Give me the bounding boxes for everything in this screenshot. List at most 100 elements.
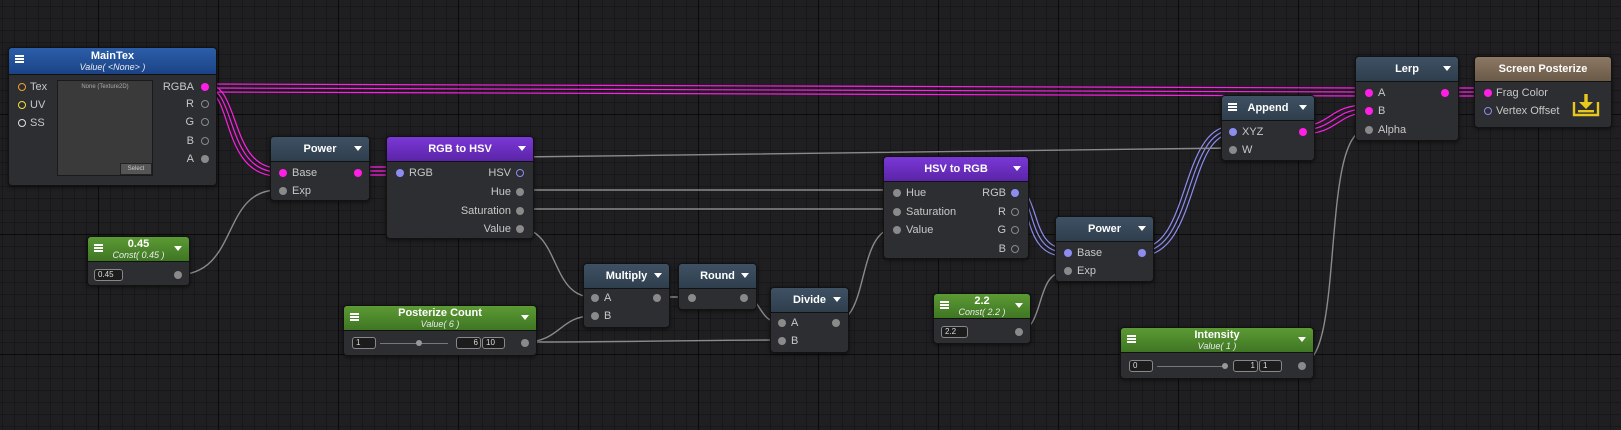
- node-header[interactable]: Multiply: [584, 264, 669, 289]
- port-out-dot[interactable]: [1138, 249, 1146, 257]
- port-b-dot[interactable]: [591, 312, 599, 320]
- node-header[interactable]: Round: [679, 264, 756, 289]
- node-multiply[interactable]: Multiply A B: [583, 263, 670, 328]
- port-out-dot[interactable]: [521, 339, 529, 347]
- port-ss-dot[interactable]: [18, 119, 26, 127]
- hamburger-menu-icon[interactable]: [940, 301, 949, 309]
- hamburger-menu-icon[interactable]: [350, 313, 359, 321]
- texture-preview[interactable]: None (Texture2D) Select: [57, 80, 153, 176]
- port-b-dot[interactable]: [1365, 107, 1373, 115]
- node-const-22[interactable]: 2.2 Const( 2.2 ) 2.2: [933, 293, 1031, 344]
- port-hue-dot[interactable]: [893, 189, 901, 197]
- posterize-slider-knob[interactable]: [416, 340, 422, 346]
- node-header[interactable]: Screen Posterize: [1475, 57, 1611, 82]
- port-hsv-dot[interactable]: [516, 169, 524, 177]
- port-frag-color-dot[interactable]: [1484, 89, 1492, 97]
- port-w-dot[interactable]: [1229, 146, 1237, 154]
- node-header[interactable]: Divide: [771, 288, 848, 313]
- port-out-dot[interactable]: [653, 294, 661, 302]
- port-b-dot[interactable]: [1011, 245, 1019, 253]
- dropdown-arrow-icon[interactable]: [1015, 303, 1023, 308]
- node-header[interactable]: Power: [1056, 217, 1153, 242]
- node-const-045[interactable]: 0.45 Const( 0.45 ) 0.45: [87, 236, 190, 286]
- port-uv-dot[interactable]: [18, 101, 26, 109]
- node-header[interactable]: Intensity Value( 1 ): [1121, 328, 1313, 353]
- intensity-slider-knob[interactable]: [1222, 363, 1228, 369]
- dropdown-arrow-icon[interactable]: [1298, 337, 1306, 342]
- node-output-screen-posterize[interactable]: Screen Posterize Frag Color Vertex Offse…: [1474, 56, 1612, 128]
- texture-select-button[interactable]: Select: [120, 163, 152, 175]
- const-value-field[interactable]: 0.45: [94, 269, 123, 281]
- node-posterize-count[interactable]: Posterize Count Value( 6 ) 1 6 10: [343, 305, 537, 356]
- node-lerp[interactable]: Lerp A B Alpha: [1355, 56, 1459, 141]
- node-header[interactable]: 2.2 Const( 2.2 ): [934, 294, 1030, 319]
- hamburger-menu-icon[interactable]: [94, 244, 103, 252]
- node-header[interactable]: 0.45 Const( 0.45 ): [88, 237, 189, 262]
- port-out-dot[interactable]: [1441, 89, 1449, 97]
- dropdown-arrow-icon[interactable]: [354, 146, 362, 151]
- node-header[interactable]: MainTex Value( <None> ): [9, 48, 216, 75]
- const-value-field[interactable]: 2.2: [941, 326, 968, 338]
- node-rgb-to-hsv[interactable]: RGB to HSV RGB HSV Hue Saturation Value: [386, 136, 534, 239]
- slider-value-field[interactable]: 6: [456, 337, 481, 349]
- slider-max-field[interactable]: 1: [1259, 360, 1282, 372]
- intensity-slider-track[interactable]: [1157, 366, 1227, 367]
- port-rgb-dot[interactable]: [396, 169, 404, 177]
- port-hue-dot[interactable]: [516, 188, 524, 196]
- dropdown-arrow-icon[interactable]: [1443, 66, 1451, 71]
- port-out-dot[interactable]: [354, 169, 362, 177]
- port-out-dot[interactable]: [174, 271, 182, 279]
- dropdown-arrow-icon[interactable]: [518, 146, 526, 151]
- dropdown-arrow-icon[interactable]: [741, 273, 749, 278]
- dropdown-arrow-icon[interactable]: [1299, 105, 1307, 110]
- dropdown-arrow-icon[interactable]: [654, 273, 662, 278]
- port-alpha-dot[interactable]: [1365, 126, 1373, 134]
- node-intensity[interactable]: Intensity Value( 1 ) 0 1 1: [1120, 327, 1314, 379]
- node-power[interactable]: Power Base Exp: [1055, 216, 1154, 282]
- port-g-dot[interactable]: [201, 118, 209, 126]
- port-out-dot[interactable]: [740, 294, 748, 302]
- node-divide[interactable]: Divide A B: [770, 287, 849, 353]
- node-power[interactable]: Power Base Exp: [270, 136, 370, 201]
- port-out-dot[interactable]: [1298, 362, 1306, 370]
- hamburger-menu-icon[interactable]: [15, 55, 24, 63]
- port-b-dot[interactable]: [778, 337, 786, 345]
- port-out-dot[interactable]: [832, 319, 840, 327]
- dropdown-arrow-icon[interactable]: [1138, 226, 1146, 231]
- port-in-dot[interactable]: [688, 294, 696, 302]
- port-a-dot[interactable]: [1365, 89, 1373, 97]
- dropdown-arrow-icon[interactable]: [1013, 166, 1021, 171]
- node-maintex[interactable]: MainTex Value( <None> ) Tex UV SS None (…: [8, 47, 217, 186]
- node-header[interactable]: Posterize Count Value( 6 ): [344, 306, 536, 331]
- port-saturation-dot[interactable]: [893, 208, 901, 216]
- port-xyz-dot[interactable]: [1229, 128, 1237, 136]
- port-value-dot[interactable]: [516, 225, 524, 233]
- port-base-dot[interactable]: [1064, 249, 1072, 257]
- port-a-dot[interactable]: [201, 155, 209, 163]
- download-output-icon[interactable]: [1571, 92, 1601, 118]
- hamburger-menu-icon[interactable]: [1228, 103, 1237, 111]
- slider-max-field[interactable]: 10: [482, 337, 505, 349]
- dropdown-arrow-icon[interactable]: [174, 246, 182, 251]
- hamburger-menu-icon[interactable]: [1127, 335, 1136, 343]
- slider-min-field[interactable]: 1: [352, 337, 376, 349]
- port-exp-dot[interactable]: [279, 187, 287, 195]
- port-tex-dot[interactable]: [18, 83, 26, 91]
- slider-min-field[interactable]: 0: [1129, 360, 1153, 372]
- node-header[interactable]: HSV to RGB: [884, 157, 1028, 182]
- port-r-dot[interactable]: [1011, 208, 1019, 216]
- port-out-dot[interactable]: [1015, 328, 1023, 336]
- node-round[interactable]: Round: [678, 263, 757, 310]
- port-a-dot[interactable]: [591, 294, 599, 302]
- node-header[interactable]: Append: [1222, 96, 1314, 121]
- port-b-dot[interactable]: [201, 137, 209, 145]
- slider-value-field[interactable]: 1: [1233, 360, 1258, 372]
- port-a-dot[interactable]: [778, 319, 786, 327]
- port-saturation-dot[interactable]: [516, 207, 524, 215]
- port-g-dot[interactable]: [1011, 226, 1019, 234]
- node-header[interactable]: RGB to HSV: [387, 137, 533, 162]
- port-base-dot[interactable]: [279, 169, 287, 177]
- dropdown-arrow-icon[interactable]: [833, 297, 841, 302]
- node-header[interactable]: Power: [271, 137, 369, 162]
- port-exp-dot[interactable]: [1064, 267, 1072, 275]
